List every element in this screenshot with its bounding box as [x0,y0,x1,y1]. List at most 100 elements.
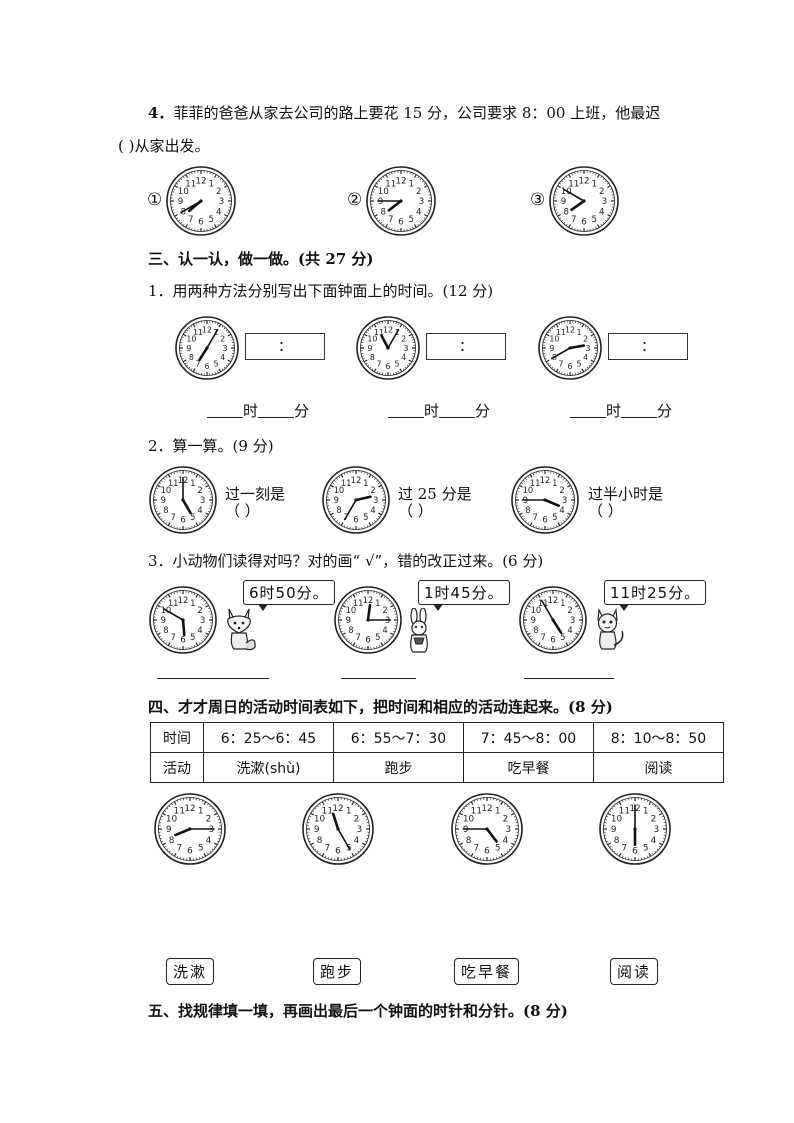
clock-numeral: 2 [401,335,406,344]
s3-p3-answer-line-3[interactable] [524,678,614,679]
s3-p3-speech-bubble-3: 11时25分。 [604,580,707,611]
minute-unit: 分 [657,402,673,420]
q4-option-label-1[interactable]: ① [147,190,163,210]
clock-numeral: 11 [168,478,179,488]
clock-numeral: 7 [376,359,381,368]
fox-icon [222,605,258,655]
activity-box-wash[interactable]: 洗漱 [166,958,215,985]
activity-box-read[interactable]: 阅读 [610,958,659,985]
clock-numeral: 1 [375,598,380,608]
s3-p1-digital-box-1[interactable]: ： [245,333,325,360]
clock-numeral: 2 [503,814,509,824]
cat-icon [592,605,626,655]
q4-option-label-3[interactable]: ③ [530,190,546,210]
clock-numeral: 3 [570,615,575,625]
q4-text-line1: 菲菲的爸爸从家去公司的路上要花 15 分，公司要求 8：00 上班，他最迟 [173,104,661,122]
clock-numeral: 8 [163,505,168,515]
hour-unit: 时 [606,402,622,420]
clock-numeral: 1 [577,328,582,337]
clock-numeral: 11 [530,478,541,488]
clock-numeral: 2 [583,335,588,344]
hour-hand [570,199,586,212]
clock-numeral: 2 [559,485,564,495]
clock-numeral: 2 [599,187,605,197]
clock-numeral: 2 [206,814,212,824]
q4-answer-paren[interactable]: ( ) [118,137,135,155]
s3-p3-answer-line-1[interactable] [157,678,269,679]
clock-numeral: 12 [565,326,575,335]
clock-numeral: 8 [466,836,472,846]
clock-numeral: 12 [202,326,212,335]
clock-numeral: 3 [654,825,660,835]
s3-p1-digital-box-3[interactable]: ： [608,333,688,360]
clock-numeral: 6 [180,635,185,645]
clock-numeral: 10 [161,485,172,495]
clock-numeral: 10 [531,605,542,615]
clock-numeral: 3 [200,495,205,505]
clock-numeral: 8 [336,505,341,515]
clock-numeral: 6 [198,218,204,228]
clock-numeral: 5 [375,632,380,642]
clock-numeral: 5 [209,215,215,225]
clock-numeral: 1 [409,179,415,189]
clock-numeral: 3 [602,197,608,207]
clock-numeral: 9 [378,197,384,207]
q4-option-label-2[interactable]: ② [347,190,363,210]
clock-numeral: 4 [503,836,509,846]
clock-numeral: 11 [174,807,185,817]
clock-numeral: 8 [533,625,538,635]
hour-hand [366,603,372,622]
clock-numeral: 4 [370,505,375,515]
hour-hand [543,498,561,507]
s3-p1-blanks-1[interactable]: 时分 [207,400,309,421]
s3-p2-paren-2[interactable]: （ ） [398,502,433,520]
schedule-header-activity: 活动 [150,752,204,783]
s3-p3-speech-bubble-2: 1时45分。 [418,580,510,611]
s3-p2-paren-3[interactable]: （ ） [588,502,623,520]
clock-numeral: 10 [549,335,559,344]
s3-p1-blanks-3[interactable]: 时分 [570,400,672,421]
clock-numeral: 11 [341,478,352,488]
clock-numeral: 5 [190,632,195,642]
schedule-time-cell: 8：10～8：50 [593,722,724,753]
clock-numeral: 5 [409,215,415,225]
q4-text-line2: 从家出发。 [134,137,210,155]
clock-numeral: 9 [334,495,339,505]
clock-numeral: 10 [463,814,475,824]
clock-numeral: 8 [317,836,323,846]
hour-unit: 时 [243,402,259,420]
activity-box-run[interactable]: 跑步 [313,958,362,985]
clock-numeral: 11 [471,807,482,817]
clock-numeral: 6 [335,846,341,856]
clock-numeral: 2 [197,485,202,495]
s3-p1-digital-box-2[interactable]: ： [426,333,506,360]
clock-numeral: 6 [550,635,555,645]
clock-numeral: 6 [180,515,185,525]
clock-numeral: 6 [632,846,638,856]
clock-numeral: 9 [611,825,617,835]
minute-unit: 分 [294,402,310,420]
clock-numeral: 8 [563,207,569,217]
clock-numeral: 11 [193,328,203,337]
s3-p2-paren-1[interactable]: （ ） [225,502,260,520]
s3-p1-blanks-2[interactable]: 时分 [388,400,490,421]
s3-p3-answer-line-2[interactable] [341,678,416,679]
minute-hand [206,328,219,349]
clock-numeral: 4 [401,353,406,362]
clock-numeral: 1 [552,478,557,488]
minute-hand [387,328,400,349]
clock-numeral: 12 [540,475,551,485]
clock-numeral: 5 [643,844,649,854]
clock-numeral: 3 [223,344,228,353]
activity-box-breakfast[interactable]: 吃早餐 [454,958,520,985]
clock-numeral: 9 [314,825,320,835]
